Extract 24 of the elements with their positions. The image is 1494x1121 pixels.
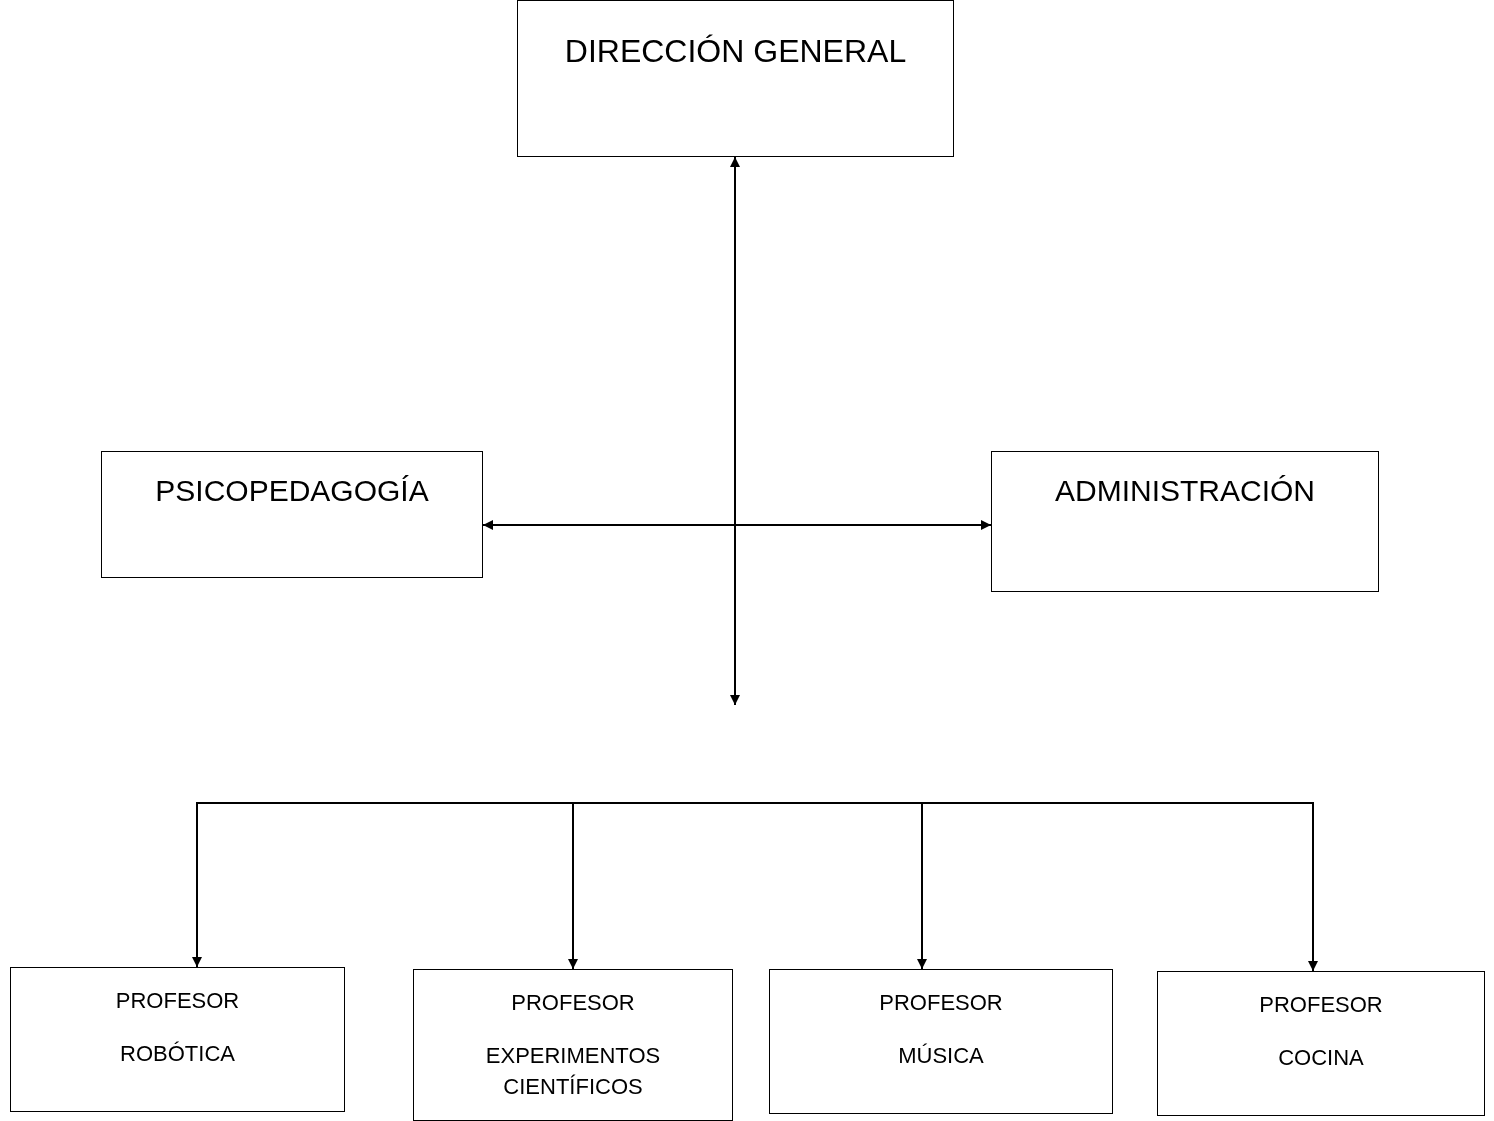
box-subtitle: COCINA xyxy=(1277,1043,1365,1072)
box-title: PROFESOR xyxy=(1258,991,1384,1019)
box-title: ADMINISTRACIÓN xyxy=(1054,473,1316,509)
box-title: DIRECCIÓN GENERAL xyxy=(563,32,908,71)
org-box xyxy=(101,451,483,578)
arrow xyxy=(917,802,927,970)
box-title: PROFESOR xyxy=(114,987,241,1015)
arrow xyxy=(730,156,740,706)
org-box xyxy=(991,451,1379,592)
org-box xyxy=(517,0,954,157)
box-subtitle: MÚSICA xyxy=(897,1041,985,1070)
box-title: PROFESOR xyxy=(510,989,636,1017)
box-title: PSICOPEDAGOGÍA xyxy=(154,473,430,509)
box-subtitle: ROBÓTICA xyxy=(119,1039,236,1068)
arrow xyxy=(192,802,202,968)
box-subtitle: EXPERIMENTOS CIENTÍFICOS xyxy=(484,1041,662,1101)
org-box xyxy=(1157,971,1485,1116)
org-box xyxy=(413,969,733,1121)
arrow xyxy=(482,520,992,530)
box-title: PROFESOR xyxy=(878,989,1004,1017)
arrow xyxy=(1308,802,1318,972)
arrow xyxy=(568,802,578,970)
org-box xyxy=(10,967,345,1112)
org-box xyxy=(769,969,1113,1114)
